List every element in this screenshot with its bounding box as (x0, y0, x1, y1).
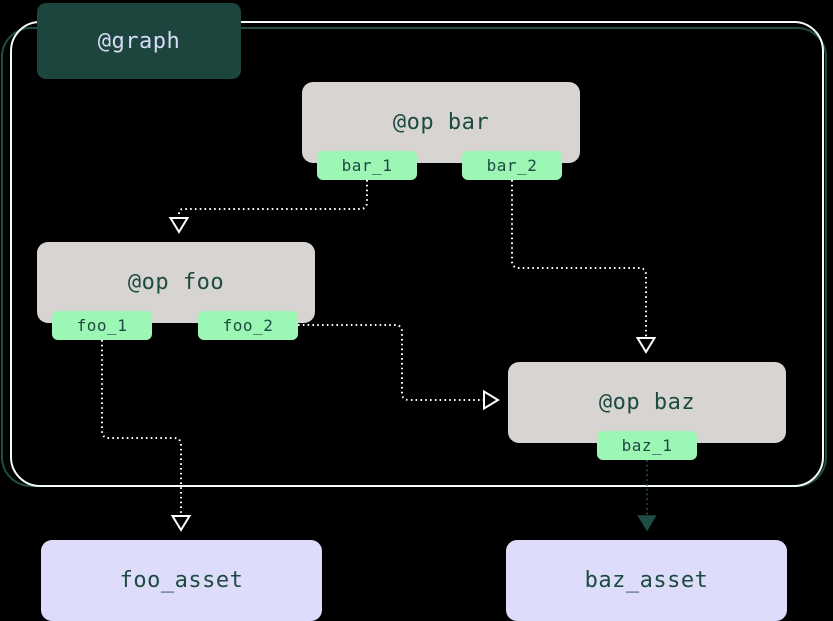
edge-arrowhead-foo_1-to-foo_asset (170, 515, 192, 532)
op-output-port-baz-1[interactable]: baz_1 (597, 431, 697, 460)
op-node-bar[interactable]: @op bar (302, 82, 580, 163)
op-output-port-bar-1[interactable]: bar_1 (317, 151, 417, 180)
op-node-foo[interactable]: @op foo (37, 242, 315, 323)
op-node-baz[interactable]: @op baz (508, 362, 786, 443)
graph-cluster-border-light (10, 21, 824, 487)
graph-cluster-label[interactable]: @graph (37, 3, 241, 79)
edge-arrowhead-baz_1-to-baz_asset (637, 515, 657, 532)
op-output-port-bar-2[interactable]: bar_2 (462, 151, 562, 180)
op-output-port-foo-2[interactable]: foo_2 (198, 311, 298, 340)
asset-node-foo-asset[interactable]: foo_asset (41, 540, 322, 621)
asset-node-baz-asset[interactable]: baz_asset (506, 540, 787, 621)
op-output-port-foo-1[interactable]: foo_1 (52, 311, 152, 340)
